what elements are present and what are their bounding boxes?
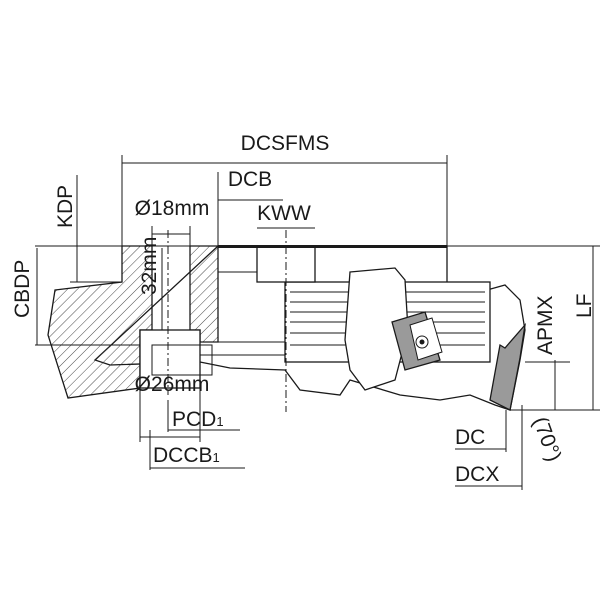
cutting-insert-1 bbox=[391, 311, 443, 371]
insert-pocket bbox=[344, 267, 409, 391]
label-kww: KWW bbox=[257, 202, 311, 225]
hatched-section bbox=[47, 245, 219, 399]
label-bore-diameter: Ø18mm bbox=[135, 197, 210, 220]
label-dcb: DCB bbox=[228, 168, 272, 191]
label-apmx: APMX bbox=[534, 295, 557, 355]
label-dcx: DCX bbox=[455, 463, 499, 486]
cutting-insert-2 bbox=[489, 322, 526, 411]
label-cbdp: CBDP bbox=[11, 260, 34, 318]
dimension-lines bbox=[35, 155, 600, 490]
label-pcd1: PCD1 bbox=[172, 408, 224, 431]
label-dc: DC bbox=[455, 426, 485, 449]
label-dccb1: DCCB1 bbox=[153, 444, 220, 467]
counterbore bbox=[139, 329, 201, 389]
label-angle: (70°) bbox=[528, 414, 565, 465]
label-counterbore-diameter: Ø26mm bbox=[135, 373, 210, 396]
label-lf: LF bbox=[573, 293, 596, 318]
label-bore-depth: 32mm bbox=[138, 237, 161, 295]
label-dcsfms: DCSFMS bbox=[241, 132, 330, 155]
label-kdp: KDP bbox=[54, 185, 77, 228]
